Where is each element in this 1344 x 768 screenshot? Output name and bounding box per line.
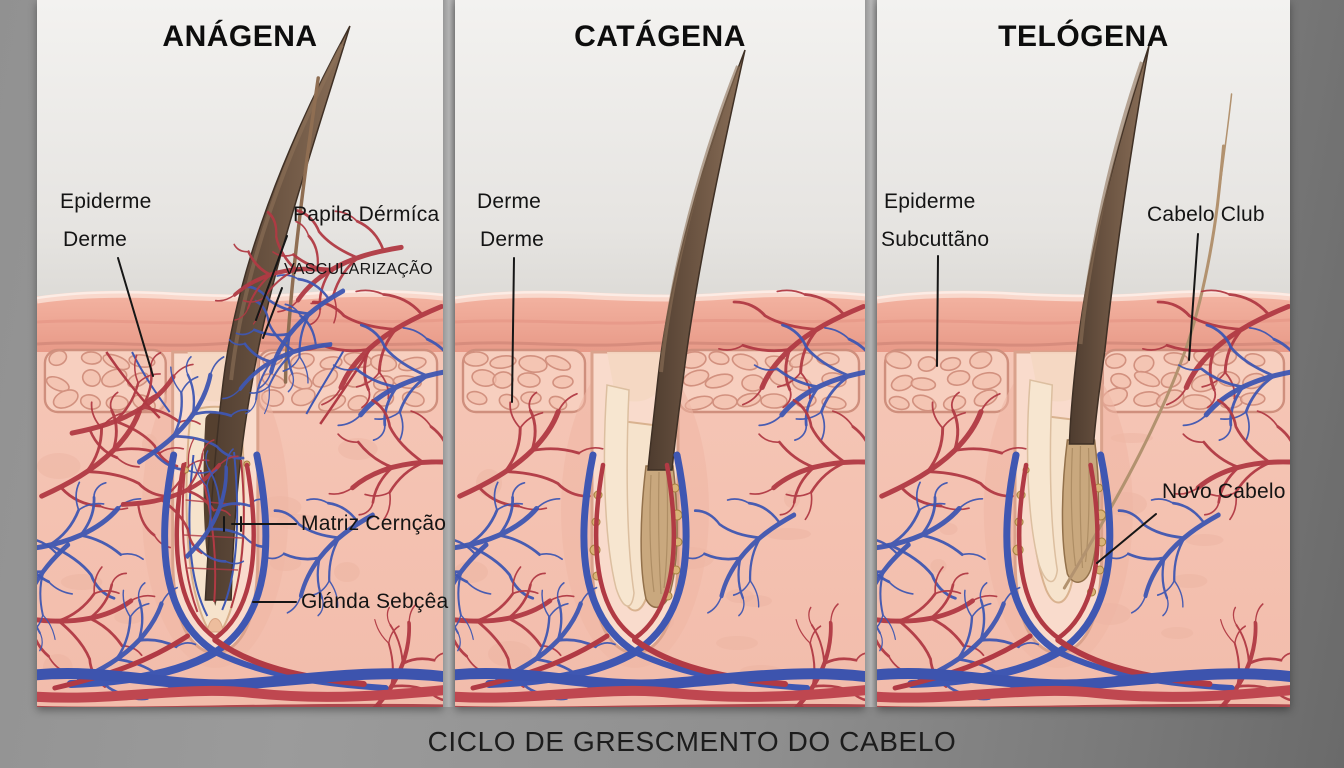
label-derme1-catagena: Derme [477,190,542,213]
panel-anagena: ANÁGENA [37,0,443,707]
catagena-illustration [455,0,865,707]
label-matriz: Matriz Cernção [301,512,447,535]
diagram-caption: CICLO DE GRESCMENTO DO CABELO [427,726,957,757]
label-glandula-sebacea: Glánda Sebçêa [301,590,449,613]
label-papila-dermica: Papila Dérmíca [293,203,440,226]
label-epiderme-anagena: Epiderme [60,190,152,213]
label-cabelo-club: Cabelo Club [1147,203,1265,226]
label-vascularizacao: VASCULARIZAÇÃO [284,261,433,278]
label-derme-anagena: Derme [63,228,128,251]
telogena-illustration [877,0,1290,707]
panel-telogena: TELÓGENA [877,0,1290,707]
panel-title-anagena: ANÁGENA [162,20,318,53]
label-epiderme-telogena: Epiderme [884,190,976,213]
label-subcutaneo: Subcuttãno [881,228,990,251]
anagena-illustration [37,0,443,707]
panel-title-catagena: CATÁGENA [574,20,746,53]
panel-divider-1 [443,0,455,707]
label-derme2-catagena: Derme [480,228,545,251]
panel-catagena: CATÁGENA [455,0,865,707]
label-novo-cabelo: Novo Cabelo [1162,480,1286,503]
panel-divider-2 [865,0,877,707]
panel-title-telogena: TELÓGENA [998,20,1169,53]
